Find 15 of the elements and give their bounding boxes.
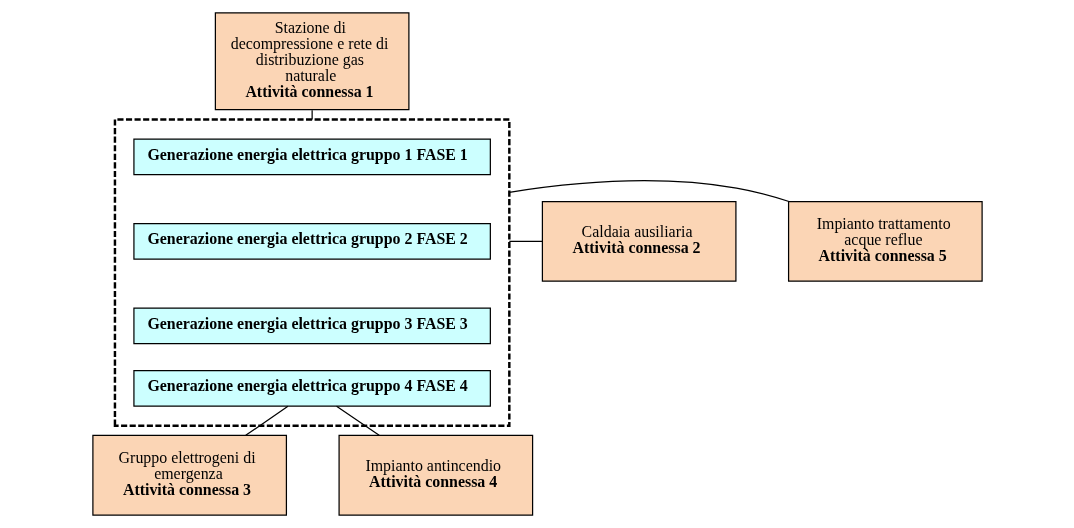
node-box: Stazione di decompressione e rete di distribuzione gas naturale Attività connessa 1 — [214, 12, 409, 111]
node-box: Generazione energia elettrica gruppo 2 FASE 2 — [132, 222, 491, 260]
connector — [508, 240, 543, 242]
connector — [311, 109, 313, 121]
node-box: Impianto trattamento acque reflue Attività connessa 5 — [787, 200, 983, 282]
connector — [508, 180, 790, 203]
connector — [335, 405, 380, 436]
connector — [244, 405, 289, 436]
node-box: Generazione energia elettrica gruppo 3 FASE 3 — [132, 307, 491, 345]
node-box: Generazione energia elettrica gruppo 1 FASE 1 — [132, 138, 491, 176]
node-box: Gruppo elettrogeni di emergenza Attività connessa 3 — [91, 434, 287, 516]
cluster — [113, 118, 511, 427]
node-box: Impianto antincendio Attività connessa 4 — [337, 434, 533, 516]
node-box: Caldaia ausiliaria Attività connessa 2 — [541, 200, 737, 282]
node-box: Generazione energia elettrica gruppo 4 FASE 4 — [132, 369, 491, 407]
